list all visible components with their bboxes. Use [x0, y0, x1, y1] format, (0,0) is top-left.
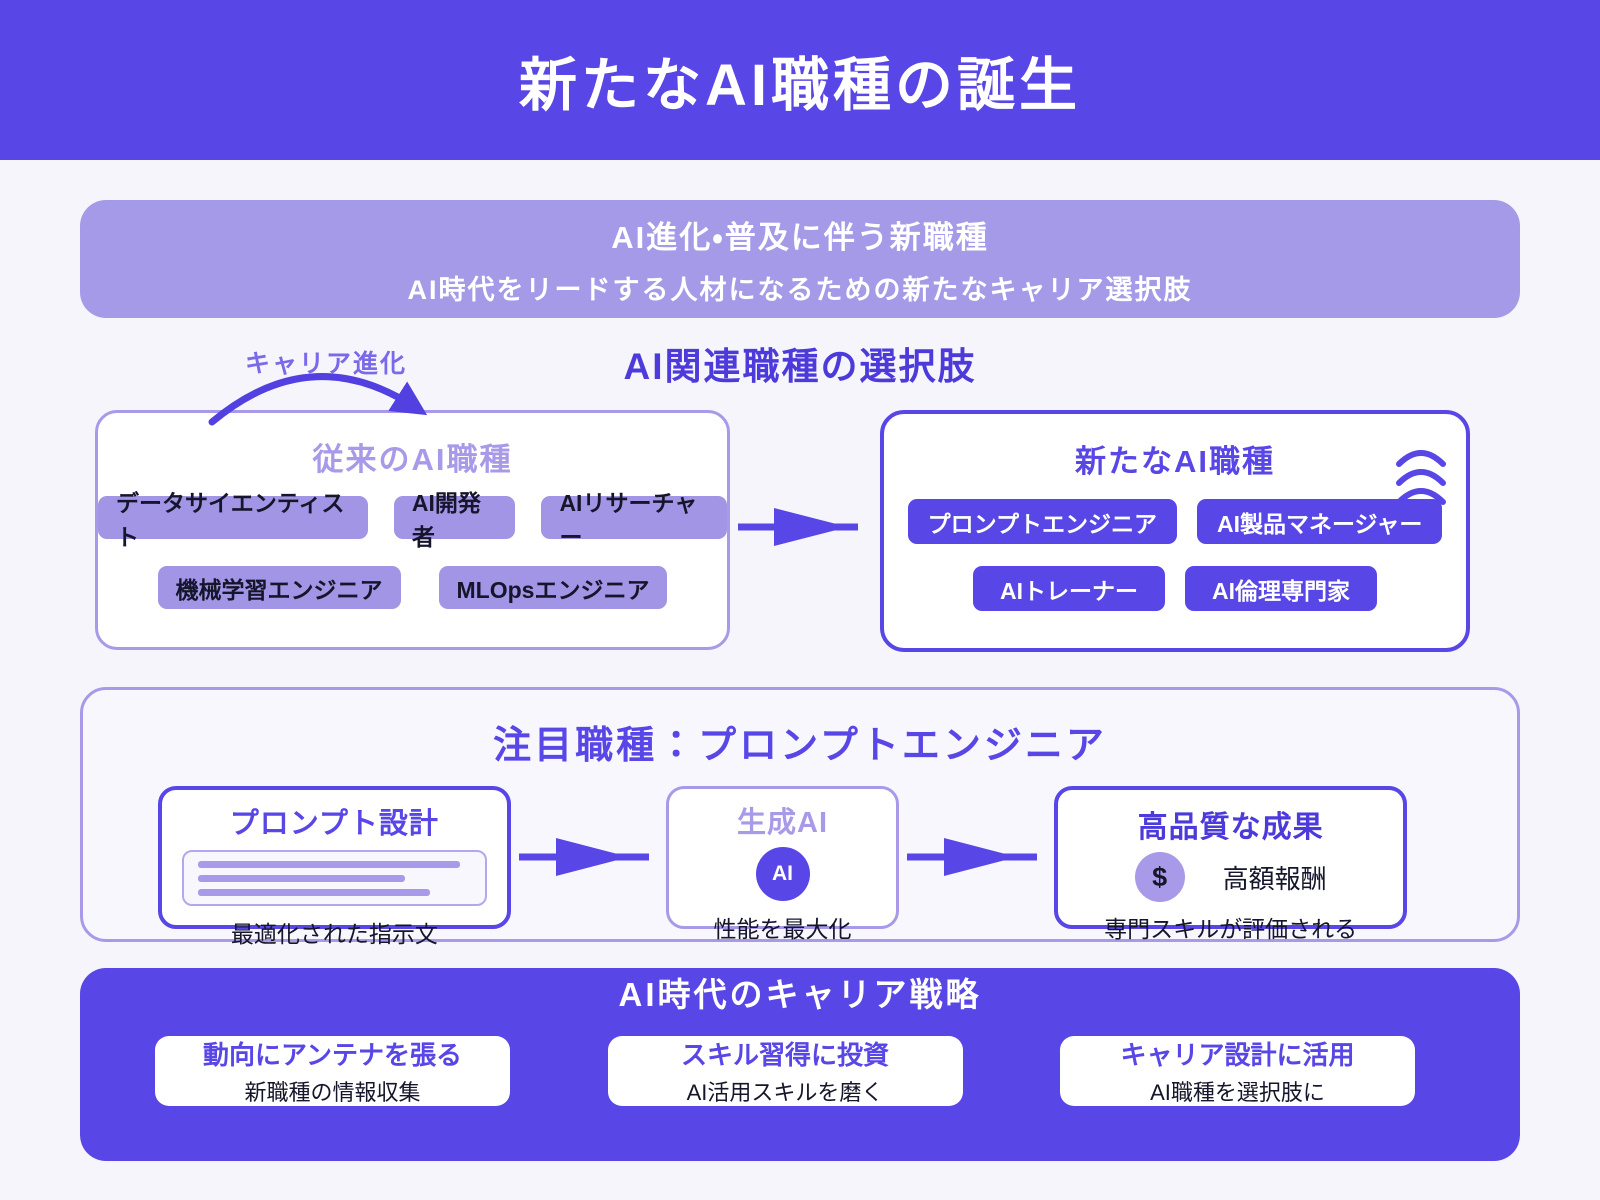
modern-tag-row-1: プロンプトエンジニア AI製品マネージャー [884, 499, 1466, 544]
step-title: 高品質な成果 [1137, 811, 1324, 844]
strategy-card-title: キャリア設計に活用 [1120, 1040, 1355, 1070]
legacy-role-tag: AIリサーチャー [541, 490, 727, 550]
intro-banner: AI進化・普及に伴う新職種 AI時代をリードする人材になるための新たなキャリア選… [80, 200, 1520, 318]
modern-role-tag: プロンプトエンジニア [907, 499, 1177, 544]
step-prompt-design: プロンプト設計 最適化された指示文 [158, 786, 511, 947]
strategy-card-title: 動向にアンテナを張る [203, 1040, 462, 1070]
strategy-card: 動向にアンテナを張る 新職種の情報収集 [155, 1036, 510, 1106]
doc-line [198, 874, 406, 882]
modern-role-tag: AI倫理専門家 [1185, 566, 1377, 611]
strategy-card: スキル習得に投資 AI活用スキルを磨く [607, 1036, 963, 1106]
step-caption: 専門スキルが評価される [1104, 916, 1358, 942]
step-title: 生成AI [737, 807, 829, 839]
doc-line [198, 860, 460, 868]
roles-section-title: AI関連職種の選択肢 [623, 346, 977, 387]
modern-tag-row-2: AIトレーナー AI倫理専門家 [884, 566, 1466, 611]
strategy-cards-row: 動向にアンテナを張る 新職種の情報収集 スキル習得に投資 AI活用スキルを磨く … [80, 1036, 1520, 1106]
strategy-card-caption: AI活用スキルを磨く [686, 1080, 884, 1105]
legacy-roles-title: 従来のAI職種 [312, 442, 513, 477]
step-generative-ai: 生成AI AI 性能を最大化 [665, 786, 900, 942]
legacy-tag-row-2: 機械学習エンジニア MLOpsエンジニア [98, 566, 727, 609]
modern-role-tag: AIトレーナー [973, 566, 1165, 611]
strategy-card-title: スキル習得に投資 [680, 1040, 889, 1070]
signal-arcs-icon [1396, 450, 1446, 505]
spotlight-title: 注目職種：プロンプトエンジニア [493, 725, 1107, 767]
modern-roles-box: 新たなAI職種 プロンプトエンジニア AI製品マネージャー AIトレーナー AI… [880, 410, 1470, 652]
strategy-section: AI時代のキャリア戦略 動向にアンテナを張る 新職種の情報収集 スキル習得に投資… [80, 968, 1520, 1161]
reward-label: 高額報酬 [1222, 863, 1327, 894]
banner-subtitle: AI時代をリードする人材になるための新たなキャリア選択肢 [407, 274, 1193, 305]
reward-row: $ 高額報酬 [1058, 852, 1403, 902]
header-bar: 新たなAI職種の誕生 [0, 0, 1600, 160]
prompt-lines-icon [182, 850, 487, 906]
flow-arrow-icon [907, 838, 1038, 876]
strategy-title: AI時代のキャリア戦略 [618, 976, 982, 1013]
banner-title: AI進化・普及に伴う新職種 [611, 219, 989, 255]
page-title: 新たなAI職種の誕生 [518, 53, 1081, 118]
dollar-icon: $ [1134, 852, 1185, 902]
legacy-roles-box: 従来のAI職種 データサイエンティスト AI開発者 AIリサーチャー 機械学習エ… [95, 410, 730, 650]
legacy-role-tag: 機械学習エンジニア [157, 566, 401, 609]
spotlight-steps-row: プロンプト設計 最適化された指示文 生成AI AI 性能を最大化 [83, 786, 1517, 947]
strategy-card-caption: 新職種の情報収集 [244, 1080, 421, 1105]
ai-badge-icon: AI [755, 847, 810, 901]
step-title: プロンプト設計 [229, 808, 439, 840]
legacy-tag-row-1: データサイエンティスト AI開発者 AIリサーチャー [98, 490, 727, 550]
roles-row: 従来のAI職種 データサイエンティスト AI開発者 AIリサーチャー 機械学習エ… [0, 410, 1600, 652]
modern-roles-title: 新たなAI職種 [1075, 444, 1275, 479]
legacy-role-tag: AI開発者 [393, 490, 516, 550]
modern-role-tag: AI製品マネージャー [1196, 499, 1443, 544]
flow-arrow-icon [738, 508, 858, 546]
strategy-card: キャリア設計に活用 AI職種を選択肢に [1060, 1036, 1415, 1106]
spotlight-section: 注目職種：プロンプトエンジニア プロンプト設計 最適化された指示文 生成AI A… [80, 687, 1520, 947]
legacy-role-tag: データサイエンティスト [98, 490, 368, 550]
career-arc-arrow-icon [208, 373, 428, 426]
legacy-role-tag: MLOpsエンジニア [438, 566, 668, 609]
strategy-card-caption: AI職種を選択肢に [1150, 1080, 1325, 1105]
step-caption: 性能を最大化 [713, 916, 852, 942]
roles-section-header: キャリア進化 AI関連職種の選択肢 [0, 318, 1600, 426]
flow-arrow-icon [518, 838, 649, 876]
roles-section: キャリア進化 AI関連職種の選択肢 従来のAI職種 データサイエンティスト AI… [0, 318, 1600, 652]
step-quality-results: 高品質な成果 $ 高額報酬 専門スキルが評価される [1054, 786, 1408, 942]
step-caption: 最適化された指示文 [230, 921, 438, 947]
doc-line [198, 888, 430, 896]
